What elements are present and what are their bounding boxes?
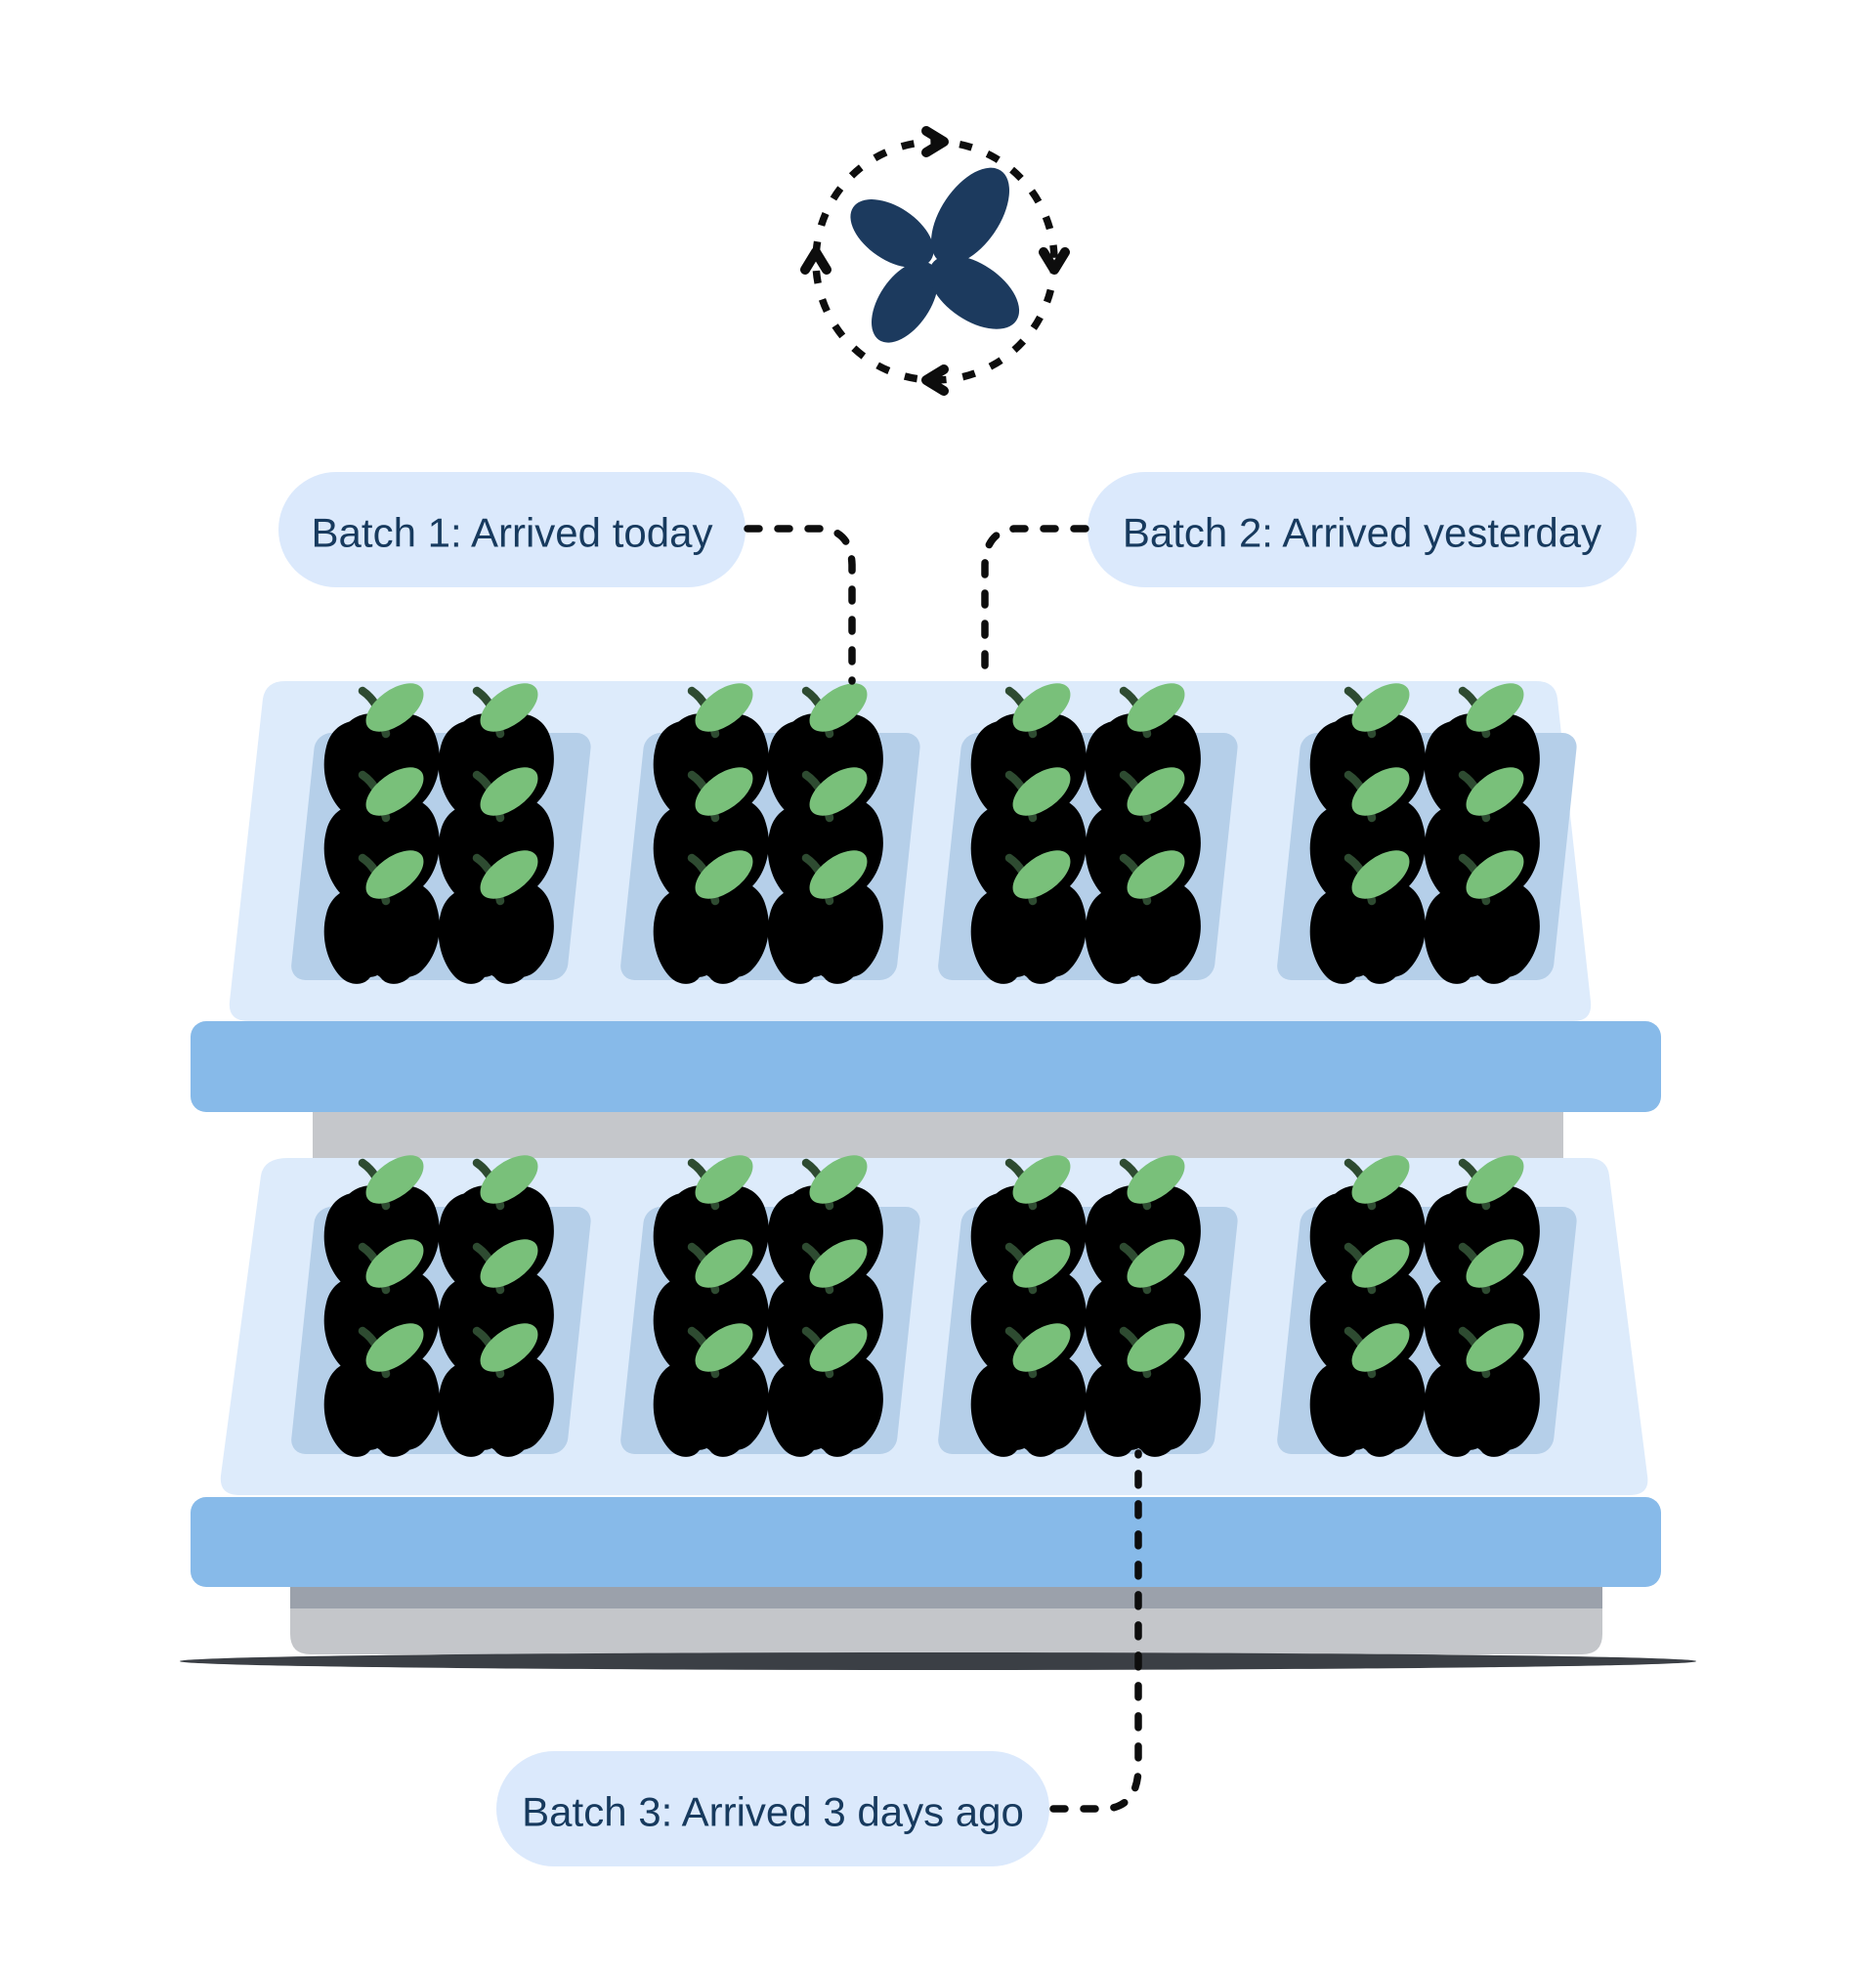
arrow-left-icon xyxy=(921,364,949,396)
top-shelf-front-bar xyxy=(191,1021,1661,1112)
batch3-label-pill: Batch 3: Arrived 3 days ago xyxy=(496,1751,1049,1866)
batch1-label-pill: Batch 1: Arrived today xyxy=(278,472,746,587)
arrow-up-icon xyxy=(800,247,831,275)
base-plinth xyxy=(290,1608,1602,1654)
arrow-down-icon xyxy=(1039,247,1070,275)
bottom-shelf-front-bar xyxy=(191,1497,1661,1587)
arrow-right-icon xyxy=(921,126,949,157)
base-plinth-shadow xyxy=(290,1585,1602,1608)
batch2-connector-line xyxy=(981,525,1089,685)
batch1-label: Batch 1: Arrived today xyxy=(312,510,713,556)
shelf-support-column xyxy=(313,1104,1563,1163)
top-shelf xyxy=(291,673,1577,983)
batch2-label-pill: Batch 2: Arrived yesterday xyxy=(1087,472,1637,587)
ground-shadow xyxy=(180,1652,1696,1670)
batch1-connector-line xyxy=(744,525,856,685)
rotation-cycle-icon xyxy=(800,126,1070,396)
batch2-label: Batch 2: Arrived yesterday xyxy=(1123,510,1601,556)
four-petal-flower-icon xyxy=(850,167,1020,343)
batch3-label: Batch 3: Arrived 3 days ago xyxy=(522,1789,1024,1835)
batch3-connector-line xyxy=(1049,1449,1142,1813)
bottom-shelf xyxy=(291,1145,1577,1456)
